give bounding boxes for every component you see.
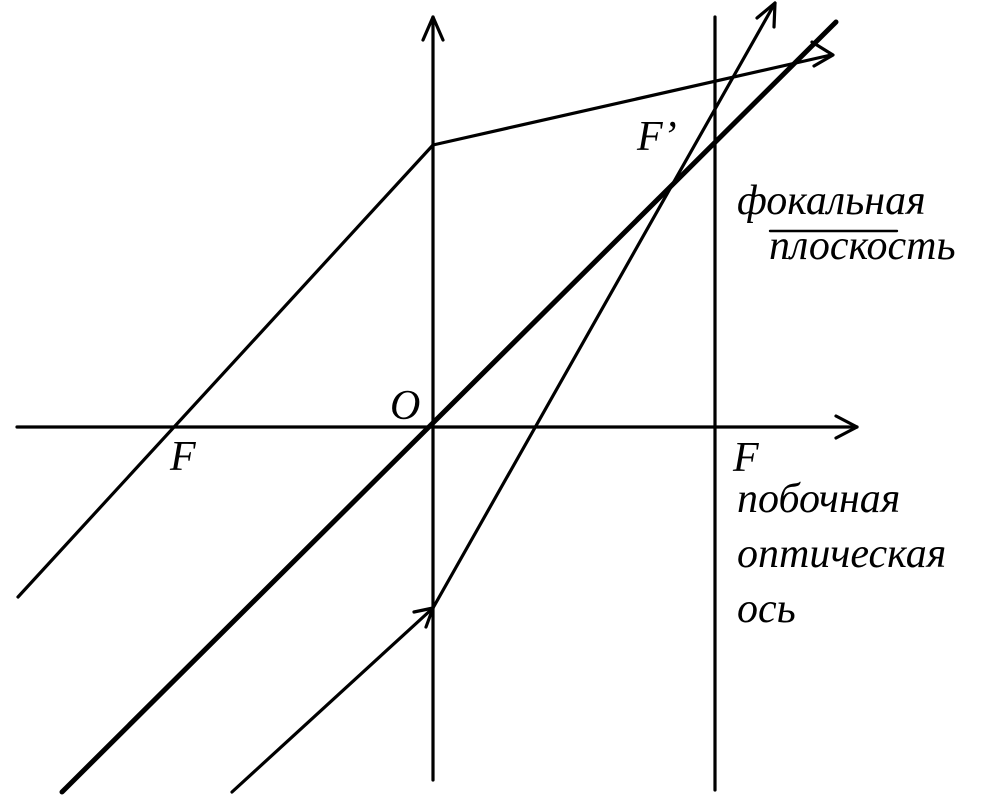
label-focus-left: F [169,434,196,480]
ray-lower-incident [230,606,435,794]
lens-axis-arrowhead [421,15,445,42]
label-secondary-axis-line2: оптическая [737,531,946,577]
ray-lower-arrowhead [755,1,777,29]
secondary-optical-axis [59,19,839,795]
ray-lower-refracted [431,1,777,610]
ray-upper-arrowhead [810,40,835,68]
principal-axis-arrowhead [834,414,859,440]
ray-upper-incident [16,143,435,599]
label-focus-right: F [732,435,759,481]
label-focal-plane-line2: плоскость [769,223,956,269]
label-secondary-axis-line1: побочная [737,476,900,522]
ray-upper-refracted [431,53,833,147]
label-focal-plane-line1: фокальная [737,178,926,224]
label-secondary-axis-line3: ось [737,586,796,632]
label-focus-prime: F’ [636,114,677,160]
label-origin: O [390,383,420,429]
